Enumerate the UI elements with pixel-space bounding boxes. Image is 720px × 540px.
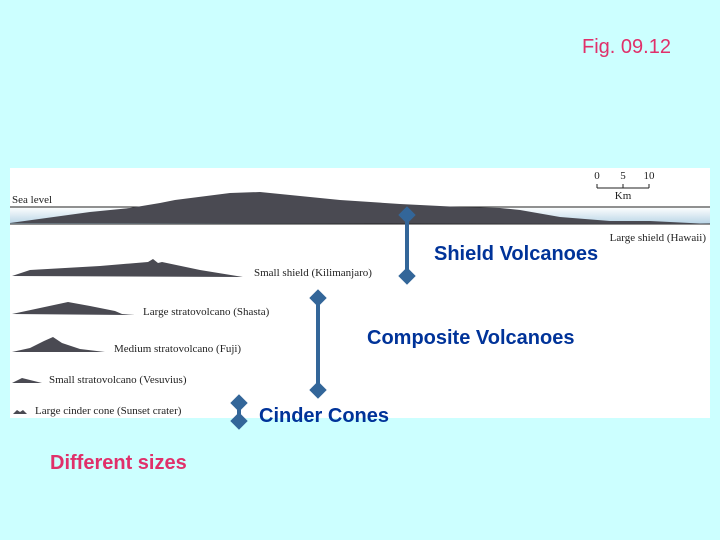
figure-number: Fig. 09.12: [582, 36, 671, 58]
category-shield-volcanoes: Shield Volcanoes: [434, 243, 598, 265]
scale-bar: 0 5 10 Km: [594, 170, 655, 202]
sea-level-label: Sea level: [12, 194, 52, 206]
small-shield-kilimanjaro-profile: [12, 259, 243, 277]
volcano-label: Large stratovolcano (Shasta): [143, 306, 270, 318]
volcano-label: Large shield (Hawaii): [610, 232, 707, 244]
scale-tick-10: 10: [644, 170, 656, 182]
different-sizes-caption: Different sizes: [50, 452, 187, 474]
small-stratovolcano-vesuvius-profile: [12, 378, 42, 383]
scale-tick-5: 5: [620, 170, 626, 182]
large-shield-hawaii-profile: [10, 192, 710, 224]
shield-range-arrow: [398, 206, 416, 285]
category-cinder-cones: Cinder Cones: [259, 405, 389, 427]
volcano-label: Small shield (Kilimanjaro): [254, 267, 372, 279]
scale-tick-0: 0: [594, 170, 600, 182]
volcano-label: Medium stratovolcano (Fuji): [114, 343, 241, 355]
category-composite-volcanoes: Composite Volcanoes: [367, 327, 574, 349]
medium-stratovolcano-fuji-profile: [12, 337, 105, 352]
cinder-range-arrow: [230, 394, 248, 430]
volcano-label: Small stratovolcano (Vesuvius): [49, 374, 187, 386]
volcano-label: Large cinder cone (Sunset crater): [35, 405, 182, 417]
composite-range-arrow: [309, 289, 327, 399]
scale-unit: Km: [615, 190, 632, 202]
large-cinder-cone-profile: [13, 410, 27, 414]
large-stratovolcano-shasta-profile: [12, 302, 135, 315]
